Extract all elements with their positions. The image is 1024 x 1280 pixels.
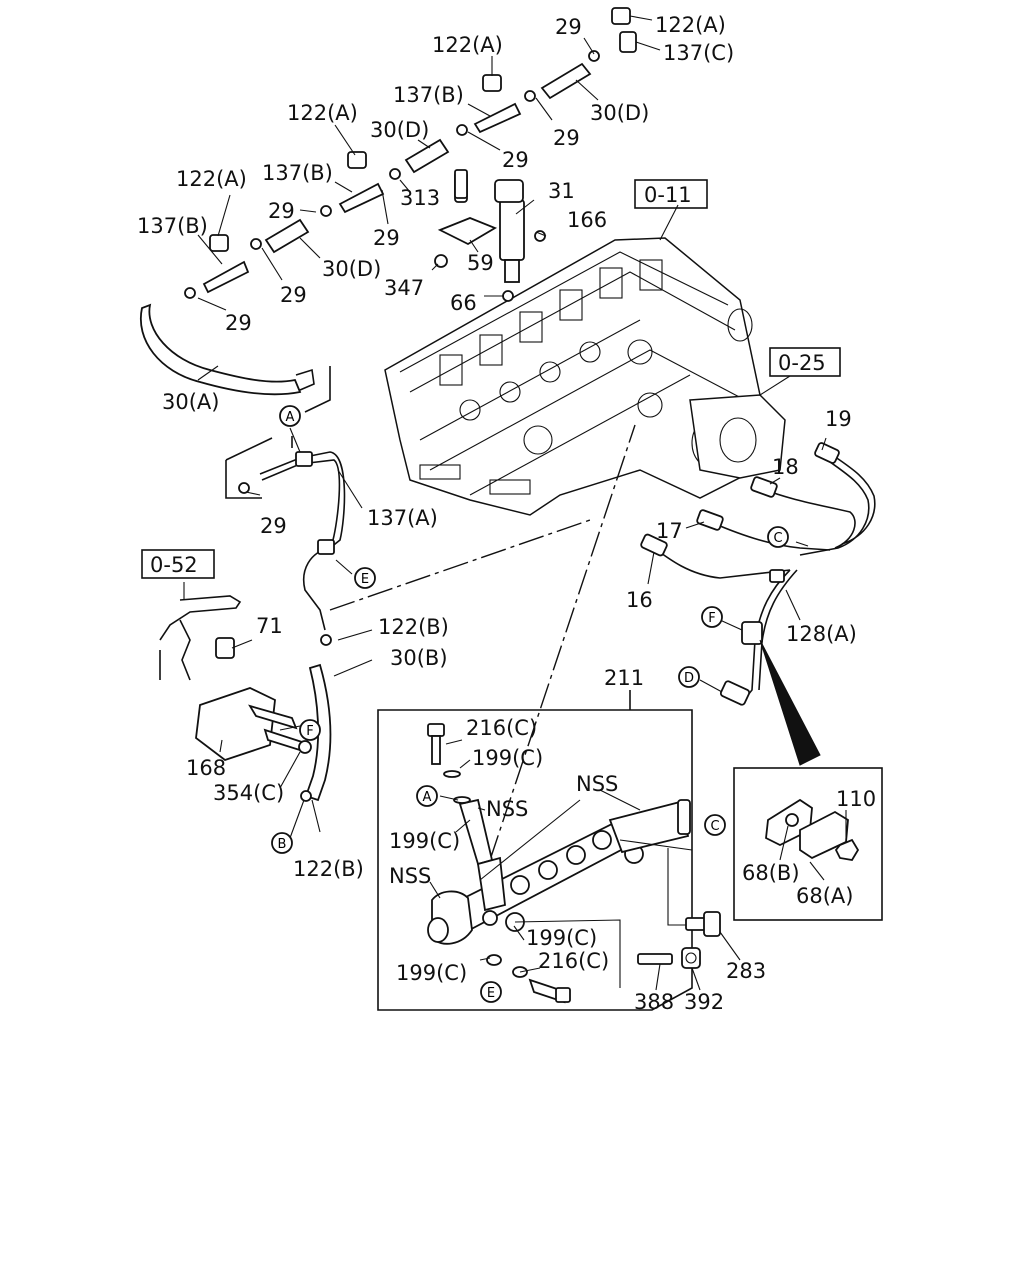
- label-122b-1: 122(B): [378, 615, 449, 639]
- ref-e-2: E: [487, 986, 495, 1001]
- label-30d-3: 30(D): [322, 257, 381, 281]
- label-nss-3: NSS: [389, 864, 431, 888]
- label-16: 16: [626, 588, 653, 612]
- clamp-detail-box: [733, 767, 883, 921]
- ref-a-2: A: [423, 790, 432, 805]
- fuel-injector-illustration: [434, 171, 546, 302]
- label-122a-2: 122(A): [432, 33, 503, 57]
- label-66: 66: [450, 291, 477, 315]
- label-137b-1: 137(B): [393, 83, 464, 107]
- label-216c-1: 216(C): [466, 716, 537, 740]
- return-line-137a: [225, 366, 346, 631]
- detail-pointer: [759, 639, 821, 766]
- label-168: 168: [186, 756, 226, 780]
- circled-references: A E C F D F B A C E: [271, 405, 789, 1003]
- label-68a: 68(A): [796, 884, 853, 908]
- boxed-references: 0-11 0-25 0-52: [141, 179, 841, 579]
- common-rail-frame: [377, 690, 693, 1011]
- label-122a-3: 122(A): [287, 101, 358, 125]
- label-29-2: 29: [553, 126, 580, 150]
- label-199c-1: 199(C): [472, 746, 543, 770]
- ref-a-1: A: [286, 410, 295, 425]
- label-29-6: 29: [280, 283, 307, 307]
- label-388: 388: [634, 990, 674, 1014]
- cylinder-head-illustration: [384, 237, 786, 516]
- label-nss-1: NSS: [576, 772, 618, 796]
- ref-c-1: C: [773, 531, 782, 546]
- bracket-assembly: [159, 595, 312, 762]
- label-137b-3: 137(B): [137, 214, 208, 238]
- box-0-11: [634, 179, 708, 209]
- label-347: 347: [384, 276, 424, 300]
- label-166: 166: [567, 208, 607, 232]
- ref-b-1: B: [278, 837, 287, 852]
- label-137b-2: 137(B): [262, 161, 333, 185]
- center-line-1: [329, 519, 591, 611]
- box-0-25: [769, 347, 841, 377]
- ref-f-1: F: [708, 611, 715, 626]
- label-71: 71: [256, 614, 283, 638]
- label-29-5: 29: [373, 226, 400, 250]
- label-199c-4: 199(C): [396, 961, 467, 985]
- label-30a: 30(A): [162, 390, 219, 414]
- part-labels: 122(A) 29 137(C) 30(D) 122(A) 137(B) 29 …: [137, 13, 876, 1014]
- label-29-8: 29: [260, 514, 287, 538]
- ref-c-2: C: [710, 819, 719, 834]
- label-122a-1: 122(A): [655, 13, 726, 37]
- label-29-1: 29: [555, 15, 582, 39]
- label-211: 211: [604, 666, 644, 690]
- label-110: 110: [836, 787, 876, 811]
- center-line-2: [489, 424, 636, 861]
- label-18: 18: [772, 455, 799, 479]
- label-0-52: 0-52: [150, 553, 198, 577]
- label-17: 17: [656, 519, 683, 543]
- label-199c-2: 199(C): [389, 829, 460, 853]
- hose-30b: [300, 634, 332, 802]
- leak-off-hose-chain: [139, 7, 637, 396]
- label-19: 19: [825, 407, 852, 431]
- label-354c: 354(C): [213, 781, 284, 805]
- ref-f-2: F: [306, 724, 313, 739]
- label-283: 283: [726, 959, 766, 983]
- label-122b-2: 122(B): [293, 857, 364, 881]
- label-122a-4: 122(A): [176, 167, 247, 191]
- fasteners-283-388-392: [637, 911, 721, 969]
- label-137c: 137(C): [663, 41, 734, 65]
- label-68b: 68(B): [742, 861, 800, 885]
- label-0-11: 0-11: [644, 183, 692, 207]
- label-137a: 137(A): [367, 506, 438, 530]
- high-pressure-pipes: [640, 442, 876, 706]
- label-128a: 128(A): [786, 622, 857, 646]
- label-30b: 30(B): [390, 646, 448, 670]
- label-30d-2: 30(D): [370, 118, 429, 142]
- label-nss-2: NSS: [486, 797, 528, 821]
- box-0-52: [141, 549, 215, 579]
- label-0-25: 0-25: [778, 351, 826, 375]
- label-29-7: 29: [225, 311, 252, 335]
- label-59: 59: [467, 251, 494, 275]
- label-313: 313: [400, 186, 440, 210]
- label-29-3: 29: [502, 148, 529, 172]
- label-392: 392: [684, 990, 724, 1014]
- label-216c-2: 216(C): [538, 949, 609, 973]
- ref-e-1: E: [361, 572, 369, 587]
- ref-d-1: D: [684, 671, 694, 686]
- label-31: 31: [548, 179, 575, 203]
- leader-lines: [183, 15, 847, 991]
- label-30d-1: 30(D): [590, 101, 649, 125]
- label-199c-3: 199(C): [526, 926, 597, 950]
- label-29-4: 29: [268, 199, 295, 223]
